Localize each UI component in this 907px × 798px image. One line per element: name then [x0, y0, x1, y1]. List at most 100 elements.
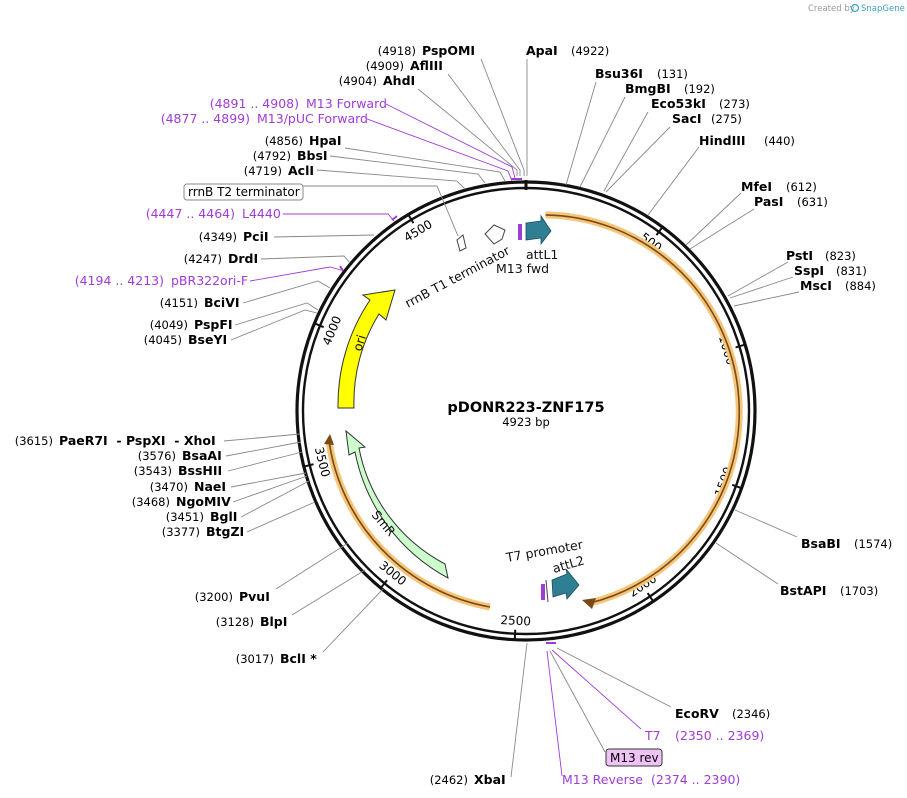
site-ngomiv[interactable]: (3468)NgoMIV — [132, 494, 231, 509]
site-bbsi[interactable]: (4792)BbsI — [253, 148, 328, 163]
site-bsaai[interactable]: (3576)BsaAI — [138, 448, 222, 463]
site-pspfi[interactable]: (4049)PspFI — [150, 317, 233, 332]
site-name: NaeI — [194, 479, 226, 494]
site-eco53ki[interactable]: Eco53kI(273) — [651, 96, 750, 111]
site-btgzi[interactable]: (3377)BtgZI — [162, 524, 244, 539]
credit-prefix: Created by — [808, 4, 855, 14]
primer-name: T7 — [644, 728, 661, 743]
leader-afliii — [447, 73, 521, 176]
feature-m13-rev[interactable]: M13 rev — [605, 748, 663, 767]
site-bstapi[interactable]: BstAPI(1703) — [780, 583, 878, 598]
leader-pcii — [273, 234, 375, 238]
ori-feature[interactable]: ori — [337, 289, 396, 409]
site-bmgbi[interactable]: BmgBI(192) — [625, 81, 715, 96]
site-pos: (631) — [797, 195, 828, 209]
site-name: BsaAI — [182, 448, 222, 463]
site-acli[interactable]: (4719)AclI — [244, 163, 314, 178]
site-blpi[interactable]: (3128)BlpI — [216, 614, 288, 629]
primer-m13-puc-forward[interactable]: (4877 .. 4899)M13/pUC Forward — [161, 111, 368, 126]
primer-name: M13 Reverse — [562, 772, 643, 787]
site-hpai[interactable]: (4856)HpaI — [265, 133, 342, 148]
leader-drdi — [260, 255, 351, 264]
site-pos: (3615) — [15, 434, 53, 448]
l4440-mark — [391, 215, 398, 221]
pbr322ori-f-mark — [339, 265, 344, 272]
site-pos: (612) — [786, 180, 817, 194]
site-saci[interactable]: SacI(275) — [672, 111, 742, 126]
attl1-feature[interactable]: attL1 M13 fwd — [496, 214, 558, 276]
t7-promoter-marker — [545, 579, 549, 603]
site-pos: (3470) — [150, 480, 188, 494]
site-xhoi[interactable]: (3615)PaeR7I - PspXI - XhoI — [15, 433, 216, 448]
site-xbai[interactable]: (2462)XbaI — [430, 772, 506, 787]
site-pasi[interactable]: PasI(631) — [754, 194, 828, 209]
leader-bsaai — [225, 441, 302, 457]
leader-bsabi — [734, 509, 798, 538]
site-pos: (131) — [657, 67, 688, 81]
primer-l4440[interactable]: (4447 .. 4464)L4440 — [146, 206, 281, 221]
snapgene-credit[interactable]: Created by SnapGene — [808, 3, 905, 14]
feature-box — [183, 183, 304, 201]
insert-arrowhead — [582, 598, 596, 609]
left-labels: (4918)PspOMI (4909)AflIII (4904)AhdI (48… — [15, 43, 506, 787]
site-name: PstI — [786, 248, 813, 263]
site-bcivi[interactable]: (4151)BciVI — [160, 295, 240, 310]
leader-ngomiv — [232, 475, 308, 503]
site-drdi[interactable]: (4247)DrdI — [184, 251, 258, 266]
site-pos: (4349) — [199, 230, 237, 244]
site-bsabi[interactable]: BsaBI(1574) — [801, 536, 892, 551]
leader-msci — [733, 291, 800, 307]
leader-pvui — [275, 542, 349, 590]
site-psti[interactable]: PstI(823) — [786, 248, 856, 263]
site-ahdi[interactable]: (4904)AhdI — [339, 73, 415, 88]
smr-feature[interactable]: SmR — [345, 429, 449, 579]
leader-m13puc-forward — [366, 118, 513, 182]
leader-bcivi — [242, 280, 331, 304]
attl2-feature[interactable]: attL2 T7 promoter — [504, 537, 586, 603]
site-bcli[interactable]: (3017)BclI * — [236, 651, 317, 666]
site-pspomi[interactable]: (4918)PspOMI — [378, 43, 475, 58]
site-name: PvuI — [239, 589, 270, 604]
plasmid-length: 4923 bp — [502, 415, 550, 429]
site-pvui[interactable]: (3200)PvuI — [195, 589, 270, 604]
site-name: EcoRV — [675, 706, 719, 721]
site-bsshii[interactable]: (3543)BssHII — [134, 463, 222, 478]
primer-m13-reverse[interactable]: M13 Reverse(2374 .. 2390) — [562, 772, 740, 787]
site-pcii[interactable]: (4349)PciI — [199, 229, 269, 244]
credit-brand: SnapGene — [861, 4, 905, 14]
site-name: ApaI — [526, 43, 558, 58]
primer-name: M13 Forward — [306, 96, 387, 111]
tick-mark — [303, 463, 314, 468]
site-afliii[interactable]: (4909)AflIII — [366, 58, 443, 73]
site-naei[interactable]: (3470) NaeI — [150, 479, 226, 494]
site-pos: (440) — [764, 134, 795, 148]
feature-rrnb-t2-terminator[interactable]: rrnB T2 terminator — [183, 183, 304, 201]
leader-m13-rev — [549, 650, 606, 753]
m13-fwd-marker — [518, 224, 522, 240]
site-pos: (273) — [719, 97, 750, 111]
site-bsu36i[interactable]: Bsu36I(131) — [595, 66, 688, 81]
right-labels: ApaI(4922) Bsu36I(131) BmgBI(192) Eco53k… — [526, 43, 892, 787]
primer-t7[interactable]: T7(2350 .. 2369) — [644, 728, 764, 743]
insert-left-arrowhead — [324, 434, 334, 445]
primer-name: pBR322ori-F — [171, 273, 248, 288]
site-bseyi[interactable]: (4045)BseYI — [144, 332, 227, 347]
site-pos: (2462) — [430, 773, 468, 787]
tick-mark — [314, 322, 325, 329]
primer-m13-forward[interactable]: (4891 .. 4908)M13 Forward — [210, 96, 387, 111]
site-name: MfeI — [741, 179, 772, 194]
site-msci[interactable]: MscI(884) — [800, 278, 876, 293]
site-ecorv[interactable]: EcoRV(2346) — [675, 706, 770, 721]
leader-m13-forward — [385, 103, 516, 179]
site-hindiii[interactable]: HindIII(440) — [699, 133, 795, 148]
tick-mark — [646, 592, 655, 602]
site-apai[interactable]: ApaI(4922) — [526, 43, 609, 58]
site-pos: (275) — [711, 112, 742, 126]
primer-pbr322ori-f[interactable]: (4194 .. 4213) pBR322ori-F — [75, 273, 248, 288]
leader-eco53ki — [603, 111, 649, 192]
site-mfei[interactable]: MfeI (612) — [741, 179, 817, 194]
primer-pos: (4194 .. 4213) — [75, 273, 164, 288]
site-sspi[interactable]: SspI(831) — [794, 263, 867, 278]
site-bgli[interactable]: (3451)BglI — [166, 509, 238, 524]
leader-t7 — [551, 649, 642, 730]
